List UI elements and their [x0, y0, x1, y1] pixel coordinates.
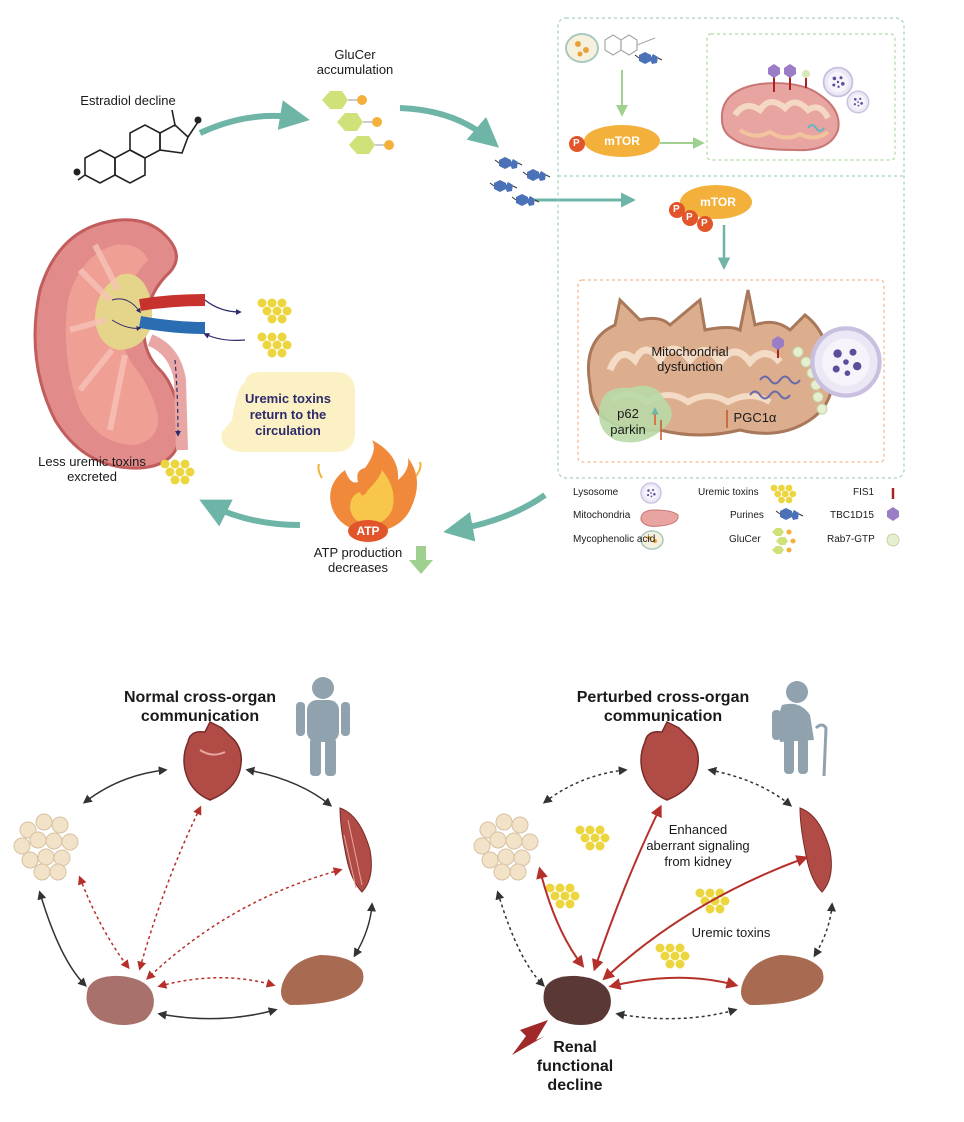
mito-dysfunction-line2: dysfunction — [657, 359, 723, 374]
mito-inset-main — [577, 279, 885, 463]
uremic-toxins-icon — [257, 332, 292, 358]
atp-decrease-line2: decreases — [328, 560, 388, 575]
mtor-top-complex — [584, 125, 660, 157]
elderly-person-icon — [772, 681, 828, 777]
phospho-icon — [569, 136, 585, 152]
legend-rab7: Rab7-GTP — [827, 534, 875, 545]
legend-rab7-icon — [886, 533, 900, 547]
legend-purine-icon — [775, 507, 804, 521]
atp-badge — [348, 520, 388, 542]
p62-parkin-blob — [599, 385, 672, 443]
legend-fis1: FIS1 — [853, 487, 875, 498]
p62-label: p62 — [617, 406, 639, 421]
legend-glucer-icon — [772, 528, 796, 554]
adipose-organ-icon — [13, 813, 79, 881]
glucer-label-line1: GluCer — [334, 47, 376, 62]
phospho-label: P — [673, 204, 680, 215]
renal-artery — [139, 294, 206, 311]
muscle-organ-icon — [339, 807, 372, 893]
uremic-toxins-label: Uremic toxins — [691, 925, 771, 940]
uremic-toxins-icon — [257, 298, 292, 324]
legend-mitochondria: Mitochondria — [573, 510, 631, 521]
renal-line2: functional — [536, 1058, 614, 1075]
adipose-organ-icon — [473, 813, 539, 881]
phospho-label: P — [686, 212, 693, 223]
pgc1a-label: PGC1α — [733, 410, 777, 425]
renal-line1: Renal — [553, 1039, 597, 1056]
kidney-organ-icon — [543, 975, 611, 1025]
normal-title-line1: Normal cross-organ — [123, 689, 277, 706]
perturbed-title-line1: Perturbed cross-organ — [576, 689, 750, 706]
mtor-mid-label: mTOR — [700, 195, 736, 209]
mtor-mid-complex — [680, 185, 752, 219]
atp-flame-icon — [317, 440, 422, 533]
flow-arrow — [399, 105, 500, 148]
atp-decrease-line1: ATP production — [313, 545, 403, 560]
kidney-organ-icon — [86, 975, 154, 1025]
liver-organ-icon — [741, 955, 824, 1005]
ureter — [147, 334, 188, 451]
less-excreted-line2: excreted — [67, 469, 117, 484]
mito-inset-top — [706, 33, 896, 161]
glucer-label-line2: accumulation — [316, 62, 394, 77]
glucer-molecules-icon — [322, 91, 394, 154]
phospho-icon — [697, 216, 713, 232]
muscle-organ-icon — [799, 807, 832, 893]
flow-arrow — [199, 499, 301, 528]
legend-mycophenolic: Mycophenolic acid — [573, 534, 656, 545]
enhanced-line1: Enhanced — [668, 822, 728, 837]
down-arrow-icon — [409, 546, 433, 574]
enhanced-line2: aberrant signaling — [646, 838, 750, 853]
heart-organ-icon — [183, 720, 242, 801]
mito-dysfunction-line1: Mitochondrial — [651, 344, 729, 359]
pathway-panel — [557, 17, 905, 479]
hydroxyl-dot-icon — [194, 116, 202, 124]
molecule-structure-icon — [604, 34, 656, 56]
mtdna-icon — [759, 375, 801, 385]
mycophenolic-acid-icon — [565, 33, 599, 63]
uremic-bubble-line2: return to the — [249, 407, 327, 422]
flow-arrow — [443, 492, 547, 542]
estradiol-label: Estradiol decline — [80, 93, 176, 108]
renal-vein — [138, 316, 206, 334]
legend-uremic-toxins: Uremic toxins — [698, 487, 759, 498]
liver-organ-icon — [281, 955, 364, 1005]
estradiol-structure-icon — [77, 109, 199, 184]
hydroxyl-dot-icon — [73, 168, 81, 176]
legend-tbc1d15: TBC1D15 — [830, 510, 874, 521]
lightning-icon — [512, 1020, 548, 1055]
parkin-label: parkin — [610, 422, 646, 437]
phospho-label: P — [573, 138, 580, 149]
perturbed-title-line2: communication — [603, 708, 723, 725]
flow-arrow — [198, 100, 310, 136]
normal-title-line2: communication — [140, 708, 260, 725]
phospho-icon — [669, 202, 685, 218]
legend-lysosome: Lysosome — [573, 487, 619, 498]
enhanced-line3: from kidney — [664, 854, 732, 869]
uremic-toxins-icon — [160, 459, 195, 485]
uremic-bubble — [221, 372, 355, 452]
mitochondrion-healthy-icon — [720, 82, 840, 152]
person-icon — [296, 677, 350, 776]
phospho-label: P — [701, 218, 708, 229]
atp-label: ATP — [356, 524, 380, 538]
legend-uremic-icon — [770, 484, 797, 504]
legend-tbc1d15-icon — [887, 507, 899, 521]
uremic-bubble-line1: Uremic toxins — [245, 391, 331, 406]
mtor-top-label: mTOR — [604, 134, 640, 148]
legend-glucer: GluCer — [729, 534, 761, 545]
uremic-bubble-line3: circulation — [255, 423, 321, 438]
phospho-icon — [682, 210, 698, 226]
legend-purines: Purines — [730, 510, 764, 521]
heart-organ-icon — [640, 720, 699, 801]
legend-mycophenolic-icon — [640, 530, 664, 550]
less-excreted-line1: Less uremic toxins — [38, 454, 146, 469]
legend-mito-icon — [640, 509, 679, 527]
renal-line3: decline — [547, 1077, 603, 1094]
